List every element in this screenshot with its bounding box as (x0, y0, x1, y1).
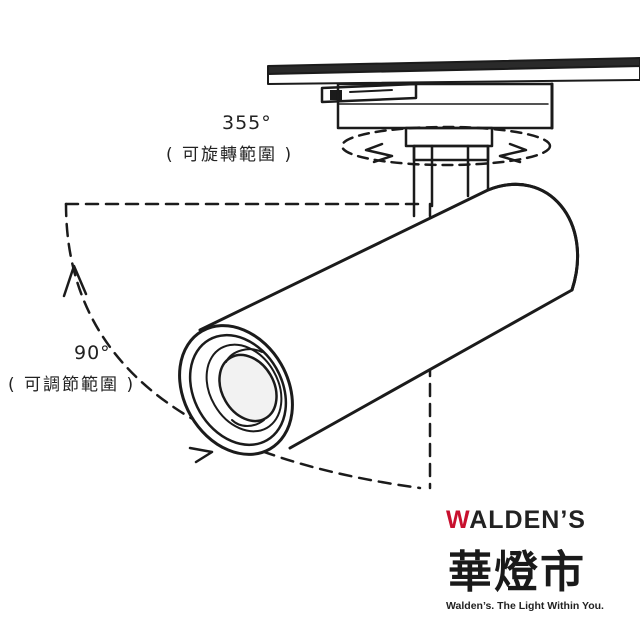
rotation-degrees-label: 355° (222, 112, 272, 134)
tilt-arrow-up-icon (62, 264, 88, 298)
fixture-stem (412, 144, 490, 218)
rotation-range-ellipse (340, 125, 552, 167)
spotlight-body (198, 183, 579, 450)
tilt-range-caption: ( 可調節範圍 ) (8, 375, 136, 395)
brand-wordmark-rest: ALDEN’S (469, 506, 586, 534)
rotation-range-caption: ( 可旋轉範圍 ) (166, 145, 294, 165)
rotation-arrow-right-icon (498, 142, 528, 164)
brand-chinese-name: 華燈市 (448, 547, 586, 598)
rotation-arrow-left-icon (364, 142, 394, 164)
brand-wordmark: WALDEN’S (446, 506, 586, 535)
brand-wordmark-initial: W (446, 506, 470, 534)
brand-logo: WALDEN’S 華燈市 Walden’s. The Light Within … (446, 506, 636, 626)
spotlight-lens (178, 324, 294, 456)
track-adapter (320, 82, 554, 148)
tilt-arrow-down-icon (188, 446, 214, 464)
brand-tagline: Walden’s. The Light Within You. (446, 600, 604, 612)
tilt-degrees-label: 90° (74, 342, 111, 364)
ceiling-track (267, 57, 640, 85)
